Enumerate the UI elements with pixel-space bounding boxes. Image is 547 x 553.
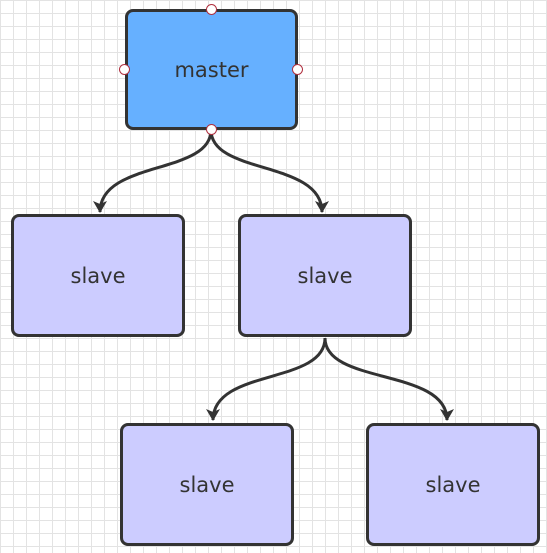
edge-slave-2-to-slave-3[interactable] — [206, 337, 327, 421]
node-slave-3[interactable]: slave — [120, 423, 294, 546]
connection-handle-right[interactable] — [292, 64, 303, 75]
connection-handle-bottom[interactable] — [206, 124, 217, 135]
node-master-label: master — [174, 57, 249, 82]
edge-master-to-slave-1[interactable] — [93, 129, 213, 213]
connection-handle-left[interactable] — [119, 64, 130, 75]
node-slave-4[interactable]: slave — [366, 423, 540, 546]
node-slave-3-label: slave — [179, 472, 235, 497]
edge-master-to-slave-2[interactable] — [209, 129, 329, 213]
node-slave-2-label: slave — [297, 263, 353, 288]
node-slave-2[interactable]: slave — [238, 214, 412, 337]
edge-slave-2-to-slave-4[interactable] — [323, 337, 454, 421]
node-master[interactable]: master — [125, 9, 298, 130]
node-slave-4-label: slave — [425, 472, 481, 497]
connection-handle-top[interactable] — [206, 4, 217, 15]
node-slave-1[interactable]: slave — [11, 214, 185, 337]
node-slave-1-label: slave — [70, 263, 126, 288]
